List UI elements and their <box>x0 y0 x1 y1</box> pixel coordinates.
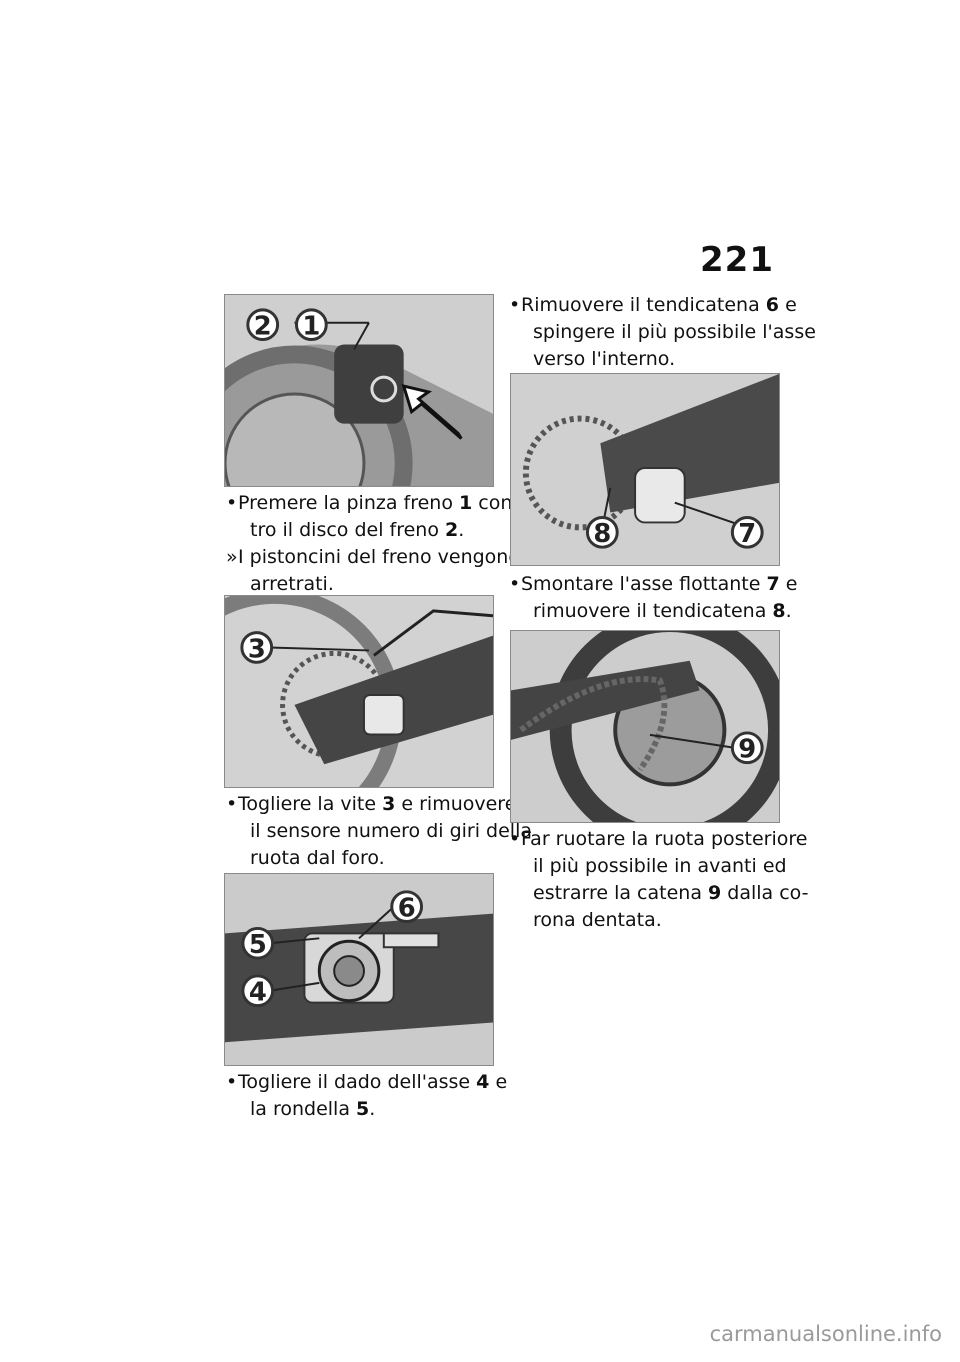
step-remove-floating-axle: • Smontare l'asse flottante 7 e rimuover… <box>509 573 798 622</box>
callout-9: 9 <box>738 735 756 765</box>
callout-4: 4 <box>249 978 267 1008</box>
speed-sensor-photo: 3 <box>224 595 494 788</box>
callout-5: 5 <box>249 930 267 960</box>
axle-nut-photo: 6 5 4 <box>224 873 494 1066</box>
footer-watermark: carmanualsonline.info <box>709 1322 942 1346</box>
result-pistons-retracted: » I pistoncini del freno vengono arretra… <box>226 546 520 595</box>
callout-6: 6 <box>398 894 416 924</box>
callout-8: 8 <box>593 519 611 549</box>
step-remove-chain: • Far ruotare la ruota posteriore il più… <box>509 828 809 931</box>
step-remove-axle-nut: • Togliere il dado dell'asse 4 e la rond… <box>226 1071 508 1120</box>
page-number: 221 <box>700 240 774 280</box>
callout-2: 2 <box>254 312 272 342</box>
brake-caliper-photo: 2 1 <box>224 294 494 487</box>
callout-1: 1 <box>302 312 320 342</box>
callout-7: 7 <box>738 519 756 549</box>
step-press-caliper: • Premere la pinza freno 1 con- tro il d… <box>226 492 520 541</box>
floating-axle-photo: 8 7 <box>510 373 780 566</box>
chain-sprocket-photo: 9 <box>510 630 780 823</box>
step-remove-chain-tensioner: • Rimuovere il tendicatena 6 e spingere … <box>509 294 816 370</box>
step-remove-screw: • Togliere la vite 3 e rimuovere il sens… <box>226 793 533 869</box>
callout-3: 3 <box>248 634 266 664</box>
